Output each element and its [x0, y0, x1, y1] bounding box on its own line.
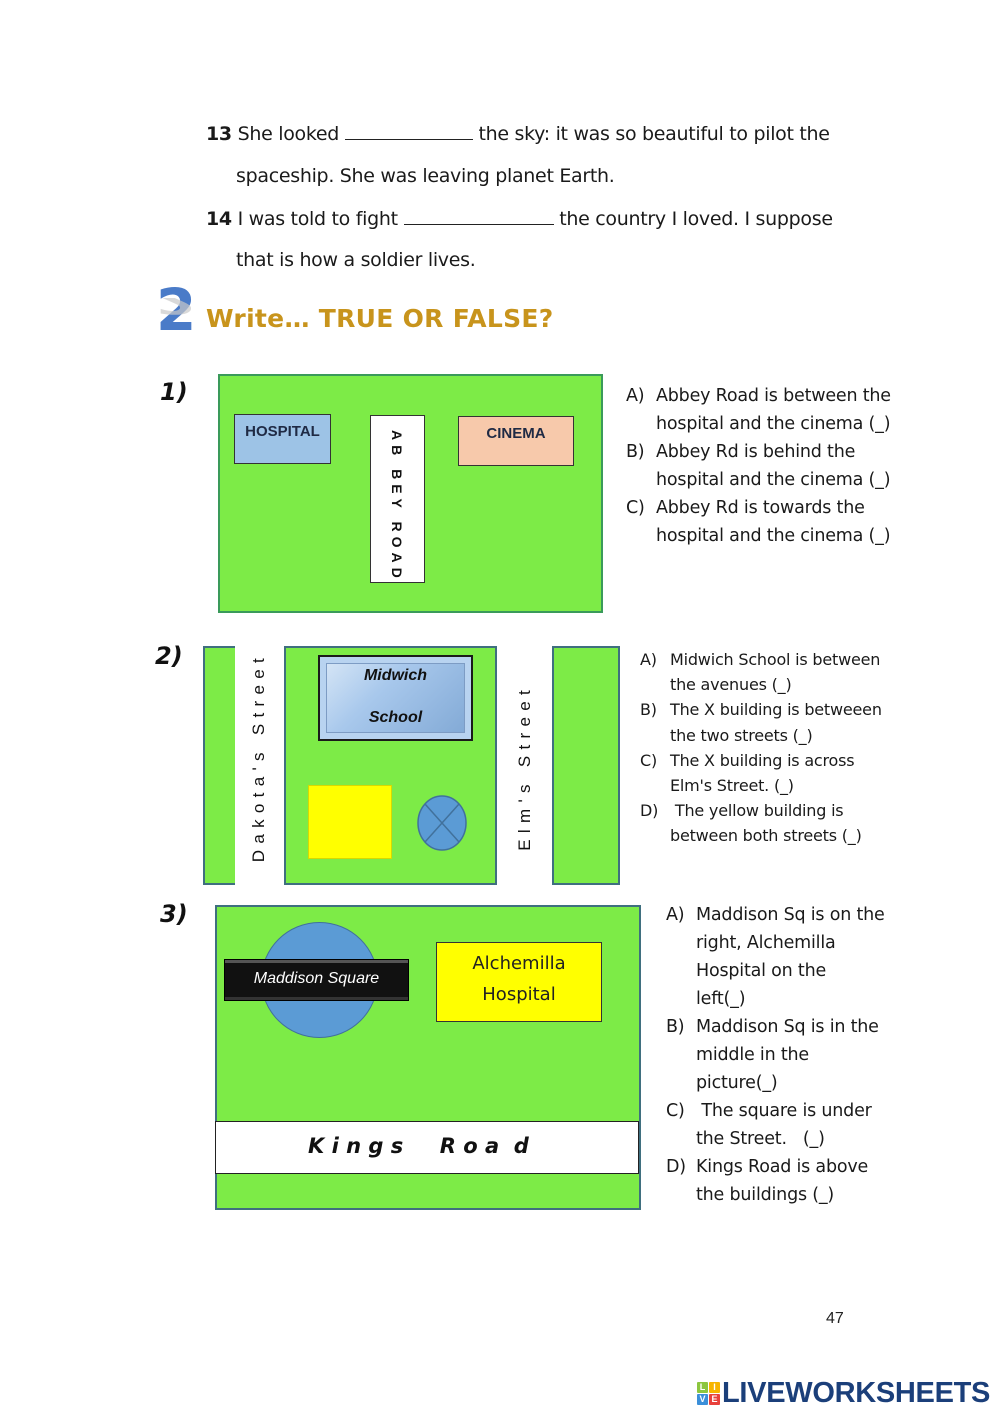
x-building-icon: [417, 795, 467, 851]
question-text: I was told to fight: [237, 208, 398, 230]
school-label-line1: Midwich: [363, 667, 428, 684]
item-2-options: A)Midwich School is between the avenues …: [640, 647, 882, 849]
option-d: D) The yellow building is: [640, 801, 844, 821]
option-c: C)Abbey Rd is towards the: [626, 498, 865, 518]
elms-street-label: Elm's Street: [515, 684, 534, 851]
option-b: B)Maddison Sq is in the: [666, 1017, 879, 1037]
option-b-cont[interactable]: hospital and the cinema (_): [656, 470, 891, 490]
cinema-building: CINEMA: [458, 416, 574, 466]
option-c-answer[interactable]: the Street. (_): [696, 1129, 825, 1149]
midwich-school: Midwich School: [318, 655, 473, 741]
abbey-road-label: AB BEY ROAD: [389, 430, 405, 583]
kings-road: K i n g s R o a d: [215, 1121, 639, 1174]
question-13-line2: spaceship. She was leaving planet Earth.: [236, 165, 615, 187]
question-14-line1: 14 I was told to fight the country I lov…: [206, 206, 833, 231]
logo-text: LIVEWORKSHEETS: [722, 1377, 991, 1409]
logo-cell: L: [697, 1381, 708, 1393]
section-number: 2: [156, 276, 197, 344]
option-a-cont: right, Alchemilla: [696, 933, 836, 953]
abbey-road: AB BEY ROAD: [370, 415, 425, 583]
liveworksheets-logo[interactable]: L I V E LIVEWORKSHEETS: [697, 1378, 990, 1408]
block-far-left: [203, 646, 235, 885]
block-far-right: [552, 646, 620, 885]
option-a: A)Maddison Sq is on the: [666, 905, 885, 925]
section-number-reflection: 2: [156, 298, 196, 318]
question-text: the sky: it was so beautiful to pilot th…: [478, 123, 830, 145]
option-b: B)The X building is betweeen: [640, 700, 882, 720]
logo-cell: I: [709, 1381, 720, 1393]
maddison-square-label: Maddison Square: [253, 970, 380, 987]
question-number: 14: [206, 208, 232, 230]
option-a-cont: Hospital on the: [696, 961, 827, 981]
option-a: A)Abbey Road is between the: [626, 386, 891, 406]
option-a-cont[interactable]: the avenues (_): [670, 675, 792, 695]
block-center: Midwich School: [284, 646, 497, 885]
question-text: the country I loved. I suppose: [559, 208, 833, 230]
option-a-answer[interactable]: left(_): [696, 989, 746, 1009]
item-1-options: A)Abbey Road is between the hospital and…: [626, 382, 891, 550]
maddison-square-banner: Maddison Square: [224, 959, 409, 1001]
dakotas-street: Dakota's Street: [235, 646, 284, 885]
option-d-answer[interactable]: the buildings (_): [696, 1185, 835, 1205]
elms-street: Elm's Street: [497, 646, 552, 885]
hospital-label-line2: Hospital: [482, 984, 556, 1005]
question-number: 13: [206, 123, 232, 145]
kings-road-label: K i n g s R o a d: [308, 1134, 529, 1158]
option-d: D)Kings Road is above: [666, 1157, 869, 1177]
map-3: Maddison Square Alchemilla Hospital K i …: [215, 905, 641, 1210]
yellow-building: [308, 785, 392, 859]
map-1: HOSPITAL AB BEY ROAD CINEMA: [218, 374, 603, 613]
hospital-building: HOSPITAL: [234, 414, 331, 464]
logo-cell: E: [709, 1393, 720, 1405]
option-b-cont: middle in the: [696, 1045, 809, 1065]
question-14-line2: that is how a soldier lives.: [236, 249, 476, 271]
option-d-cont[interactable]: between both streets (_): [670, 826, 862, 846]
option-a-cont[interactable]: hospital and the cinema (_): [656, 414, 891, 434]
option-c: C) The square is under: [666, 1101, 872, 1121]
hospital-label-line1: Alchemilla: [472, 953, 566, 974]
answer-blank-14[interactable]: [403, 206, 554, 225]
option-c-cont[interactable]: hospital and the cinema (_): [656, 526, 891, 546]
page-number: 47: [826, 1310, 844, 1327]
option-a: A)Midwich School is between: [640, 650, 881, 669]
hospital-label: HOSPITAL: [245, 423, 320, 440]
option-c: C)The X building is across: [640, 750, 855, 770]
question-13-line1: 13 She looked the sky: it was so beautif…: [206, 121, 830, 146]
question-text: She looked: [237, 123, 340, 145]
item-3-options: A)Maddison Sq is on the right, Alchemill…: [666, 901, 885, 1209]
answer-blank-13[interactable]: [344, 121, 473, 140]
section-title: Write… TRUE OR FALSE?: [206, 304, 554, 333]
x-building: [417, 795, 467, 851]
school-label-line2: School: [368, 709, 423, 726]
option-b: B)Abbey Rd is behind the: [626, 442, 856, 462]
cinema-label: CINEMA: [486, 425, 546, 442]
item-1-label: 1): [160, 378, 188, 406]
alchemilla-hospital: Alchemilla Hospital: [436, 942, 602, 1022]
dakotas-street-label: Dakota's Street: [249, 652, 268, 863]
option-c-cont[interactable]: Elm's Street. (_): [670, 776, 794, 796]
logo-cell: V: [697, 1393, 708, 1405]
logo-icon: L I V E: [697, 1381, 720, 1405]
option-b-cont[interactable]: the two streets (_): [670, 725, 813, 745]
item-3-label: 3): [160, 900, 188, 928]
item-2-label: 2): [155, 642, 183, 670]
option-b-answer[interactable]: picture(_): [696, 1073, 778, 1093]
